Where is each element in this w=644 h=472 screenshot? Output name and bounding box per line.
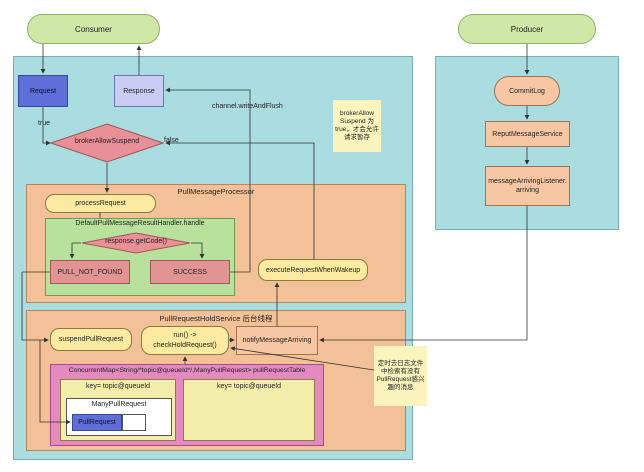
hold-service-title: PullRequestHoldService 后台线程 xyxy=(159,314,273,323)
suspend-label: suspendPullRequest xyxy=(58,336,124,343)
execute-wakeup-box: executeRequestWhenWakeup xyxy=(258,259,368,281)
pull-request-label: PullRequest xyxy=(78,419,116,426)
channel-write-label: channel.writeAndFlush xyxy=(212,103,283,110)
request-label: Request xyxy=(29,87,57,95)
producer-cloud: Producer xyxy=(458,14,596,44)
broker-allow-suspend-label: brokerAllowSuspend xyxy=(74,138,140,145)
get-code-label: response.getCode() xyxy=(105,238,167,245)
pull-request-box: PullRequest xyxy=(72,414,122,431)
listener-label: messageArrivingListener. arriving xyxy=(488,177,567,194)
success-box: SUCCESS xyxy=(150,260,230,284)
false-label: false xyxy=(164,137,179,144)
request-box: Request xyxy=(18,75,68,107)
notify-label: notifyMessageArriving xyxy=(242,337,312,344)
pull-request-empty-slot xyxy=(122,414,146,431)
key-bucket-2: key= topic@queueId xyxy=(183,379,315,441)
run-check-hold-box: run() -> checkHoldRequest() xyxy=(141,326,229,355)
suspend-pull-request-box: suspendPullRequest xyxy=(50,328,132,351)
reput-message-service-box: ReputMessageService xyxy=(485,121,570,147)
notify-message-arriving-box: notifyMessageArriving xyxy=(236,326,318,355)
consumer-cloud: Consumer xyxy=(27,14,160,44)
message-arriving-listener-box: messageArrivingListener. arriving xyxy=(485,166,570,206)
true-label: true xyxy=(37,120,52,127)
commitlog-box: CommitLog xyxy=(494,76,560,106)
key-label-2: key= topic@queueId xyxy=(216,383,282,390)
get-code-diamond xyxy=(81,232,191,254)
table-title: ConcurrentMap<String/*topic@queueId*/,Ma… xyxy=(68,367,306,374)
pull-not-found-label: PULL_NOT_FOUND xyxy=(57,268,123,276)
process-request-box: processRequest xyxy=(45,194,156,213)
key-label-1: key= topic@queueId xyxy=(85,383,151,390)
response-box: Response xyxy=(114,75,164,107)
run-check-label: run() -> checkHoldRequest() xyxy=(153,332,217,349)
pull-message-processor-title: PullMessageProcessor xyxy=(177,187,255,196)
broker-allow-note: brokerAllow Suspend 为true，才会允许请求暂存 xyxy=(333,100,381,152)
default-handler-title: DefaultPullMessageResultHandler.handle xyxy=(75,220,205,227)
reput-label: ReputMessageService xyxy=(492,130,563,138)
success-label: SUCCESS xyxy=(173,268,207,276)
execute-wakeup-label: executeRequestWhenWakeup xyxy=(265,266,361,274)
check-hold-note: 定时去日志文件中检索有没有PullRequest感兴趣的消息 xyxy=(374,346,427,406)
producer-title: Producer xyxy=(510,24,544,34)
commitlog-label: CommitLog xyxy=(509,87,545,95)
response-label: Response xyxy=(123,87,155,95)
consumer-title: Consumer xyxy=(75,24,112,34)
many-pull-request-label: ManyPullRequest xyxy=(91,401,147,408)
pull-not-found-box: PULL_NOT_FOUND xyxy=(50,260,130,284)
broker-allow-suspend-diamond xyxy=(50,123,164,163)
process-request-label: processRequest xyxy=(75,200,126,207)
